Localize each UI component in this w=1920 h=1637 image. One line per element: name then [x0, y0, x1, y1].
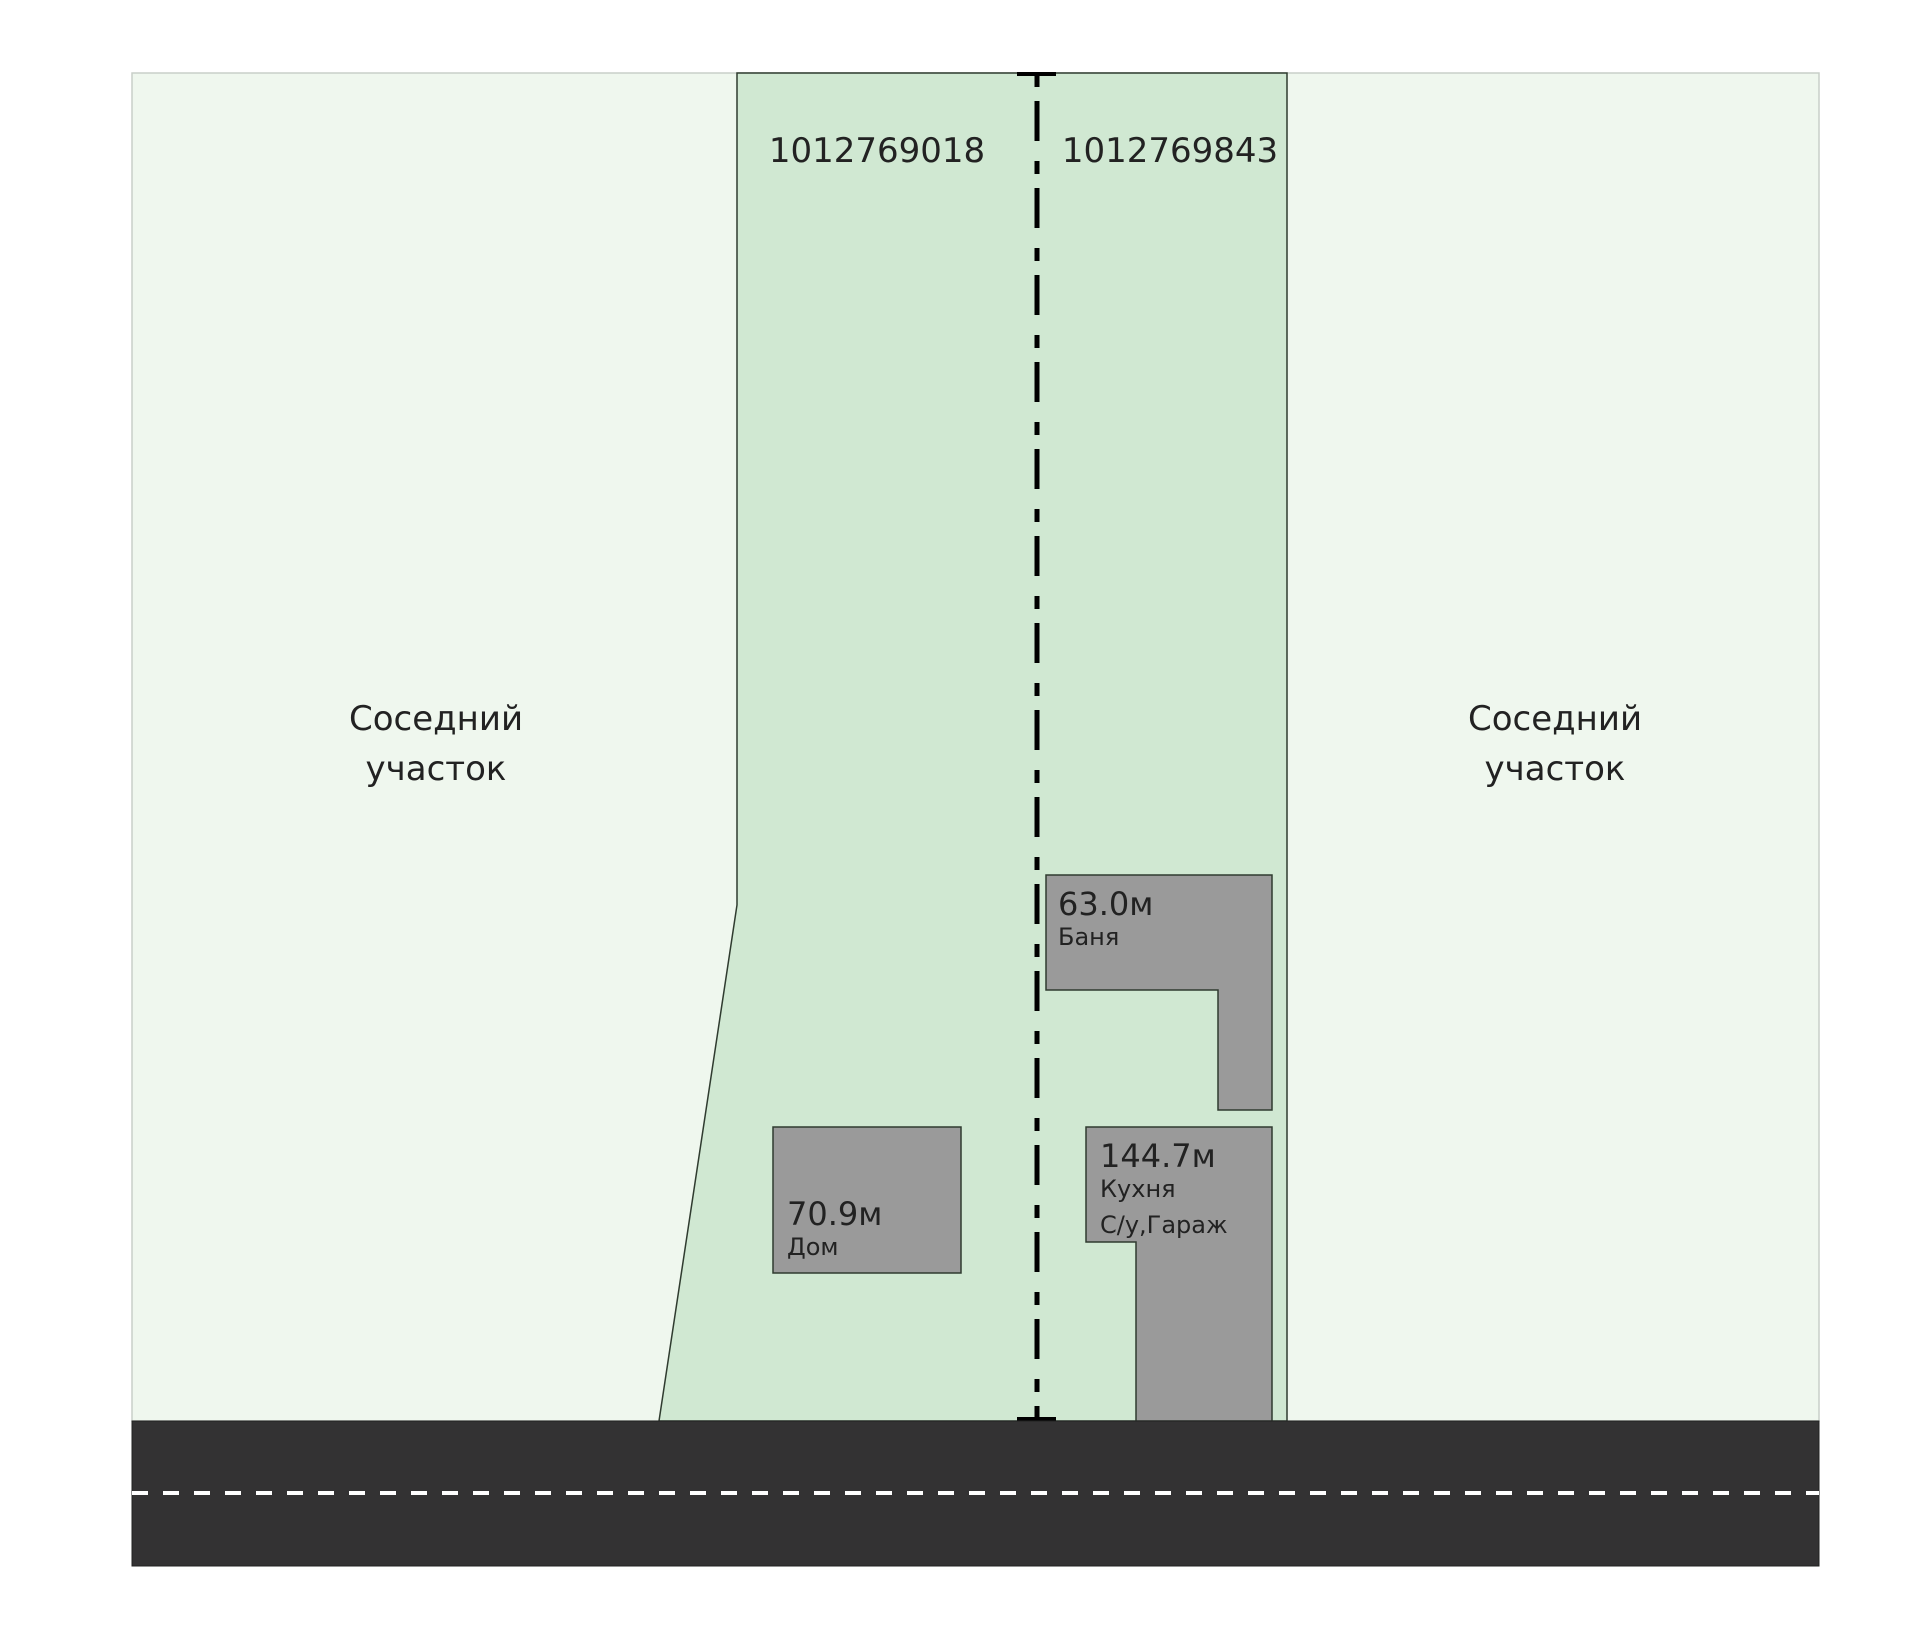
house-area: 70.9м	[787, 1195, 882, 1233]
banya-area: 63.0м	[1058, 885, 1153, 923]
building-banya[interactable]	[1045, 874, 1273, 1111]
banya-name: Баня	[1058, 923, 1119, 951]
neighbor-label-right-2: участок	[1485, 749, 1626, 789]
plot-number-left: 1012769018	[769, 131, 985, 171]
building-house[interactable]	[772, 1126, 962, 1274]
neighbor-label-right: Соседний	[1468, 699, 1642, 739]
neighbor-label-left-2: участок	[366, 749, 507, 789]
plot-number-right: 1012769843	[1062, 131, 1278, 171]
house-name: Дом	[787, 1233, 839, 1261]
kitchen-name-2: С/у,Гараж	[1100, 1211, 1228, 1239]
kitchen-name-1: Кухня	[1100, 1175, 1176, 1203]
neighbor-label-left: Соседний	[349, 699, 523, 739]
kitchen-area: 144.7м	[1100, 1137, 1216, 1175]
